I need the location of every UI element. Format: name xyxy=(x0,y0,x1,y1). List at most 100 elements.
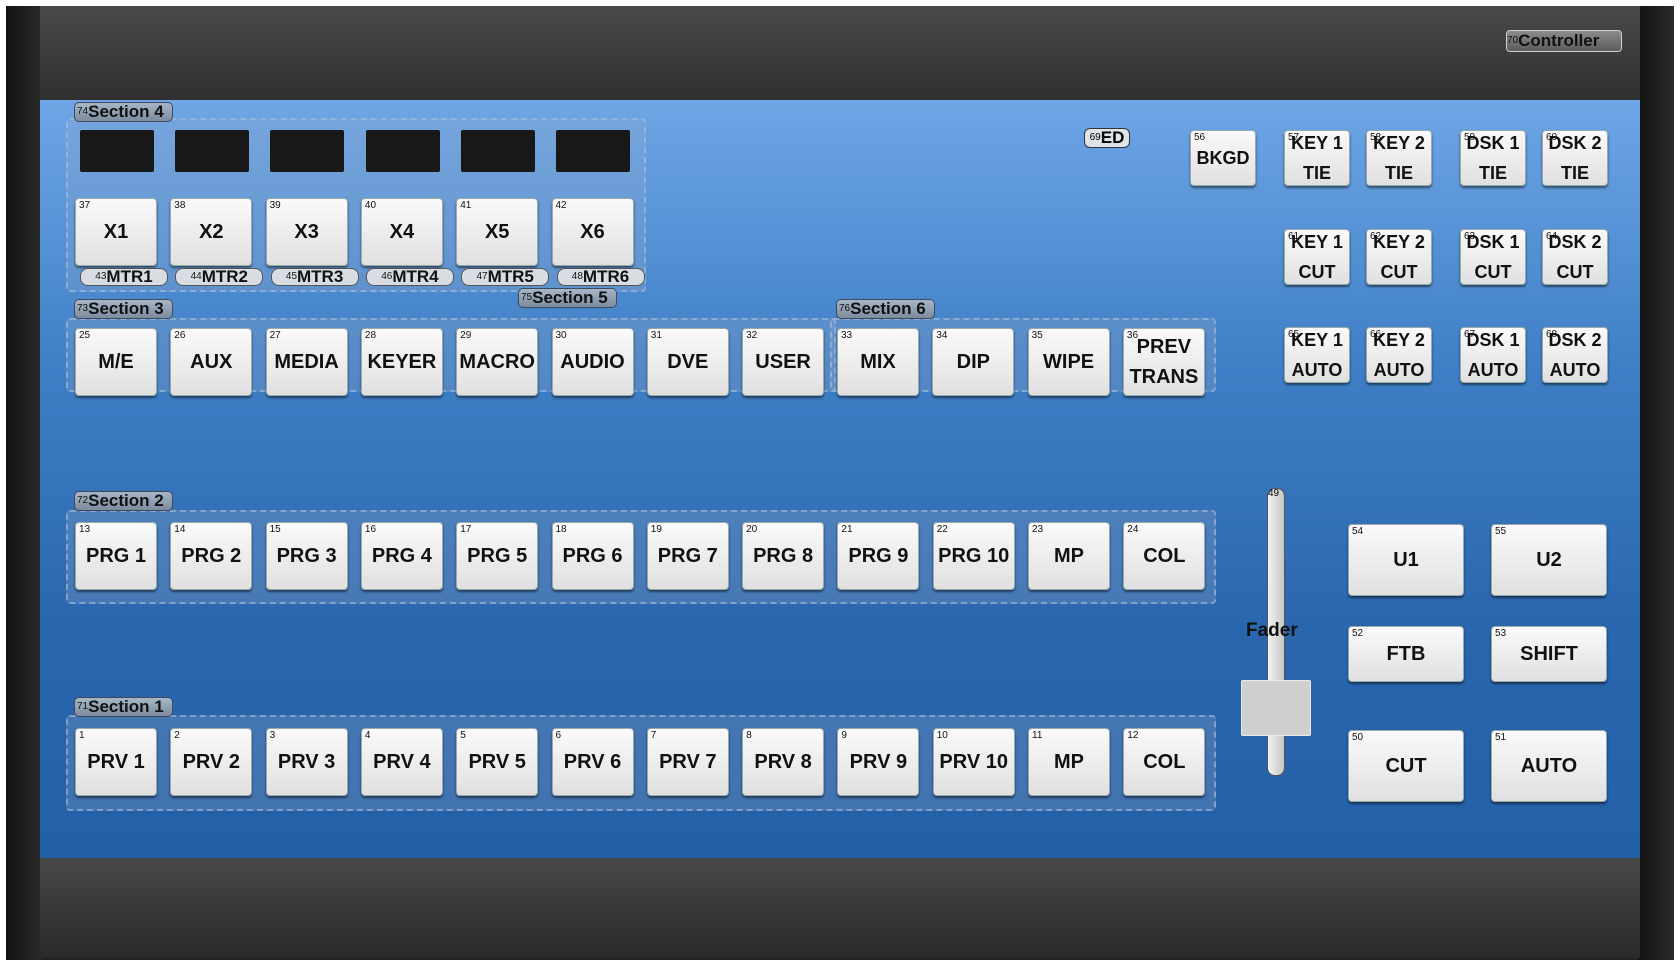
fader-handle[interactable] xyxy=(1241,680,1311,736)
button-number: 9 xyxy=(841,730,847,741)
display-4 xyxy=(366,130,440,172)
button-label: PRV 8 xyxy=(754,751,812,773)
button-number: 2 xyxy=(174,730,180,741)
button-number: 5 xyxy=(460,730,466,741)
button-label: KEY 2 AUTO xyxy=(1373,330,1425,380)
button-label: PRV 7 xyxy=(659,751,717,773)
mtr4-toggle[interactable]: 46MTR4 xyxy=(365,268,454,286)
mtr-number: 43 xyxy=(95,271,107,282)
button-label: KEY 1 AUTO xyxy=(1291,330,1343,380)
button-label: PRG 5 xyxy=(467,545,528,567)
button-label: X6 xyxy=(580,221,605,243)
section-4 xyxy=(66,118,646,292)
button-number: 68 xyxy=(1546,329,1558,340)
mtr3-toggle[interactable]: 45MTR3 xyxy=(270,268,359,286)
mtr1-toggle[interactable]: 43MTR1 xyxy=(80,268,168,286)
mtr5-toggle[interactable]: 47MTR5 xyxy=(461,267,550,286)
button-label: MIX xyxy=(860,351,896,373)
mtr2-toggle[interactable]: 44MTR2 xyxy=(175,268,264,286)
button-number: 32 xyxy=(746,330,758,341)
button-label: PRG 3 xyxy=(276,545,337,567)
button-label: DSK 2 CUT xyxy=(1548,232,1602,282)
ed-indicator[interactable]: 69ED xyxy=(1084,128,1130,148)
mtr-label: MTR5 xyxy=(487,267,534,286)
mtr6-toggle[interactable]: 48MTR6 xyxy=(556,268,645,286)
button-number: 36 xyxy=(1126,330,1139,341)
button-number: 61 xyxy=(1288,231,1300,242)
button-label: PRV 3 xyxy=(277,751,336,773)
button-label: DSK 1 CUT xyxy=(1466,232,1520,282)
button-number: 4 xyxy=(364,730,371,741)
button-number: 38 xyxy=(174,200,186,211)
section-6-label: 76Section 6 xyxy=(836,299,935,319)
button-number: 10 xyxy=(936,730,948,741)
button-number: 30 xyxy=(555,330,567,341)
button-label: AUDIO xyxy=(560,351,625,373)
button-label: PRV 1 xyxy=(87,751,145,773)
button-number: 23 xyxy=(1032,524,1044,535)
button-number: 26 xyxy=(174,330,186,341)
